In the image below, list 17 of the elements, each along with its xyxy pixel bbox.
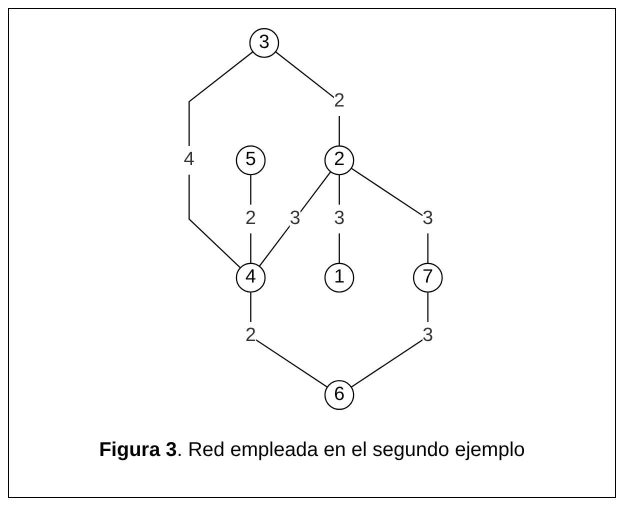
node-circle: 3 [249, 28, 280, 58]
connector [258, 171, 332, 267]
edge-label: 3 [422, 326, 434, 346]
node-circle: 2 [324, 145, 354, 176]
node-circle: 6 [324, 380, 354, 410]
edge-label: 3 [422, 208, 434, 229]
edge-label: 2 [245, 326, 256, 346]
edge-label: 3 [290, 208, 300, 229]
edge-label: 2 [245, 208, 256, 229]
node-circle: 4 [236, 262, 266, 293]
edge-label: 3 [334, 208, 345, 229]
figure-caption: Figura 3. Red empleada en el segundo ejemplo [99, 439, 525, 461]
node-circle: 7 [412, 262, 443, 293]
node-circle: 1 [324, 262, 354, 293]
edge-label: 4 [184, 150, 194, 170]
edge-label: 2 [334, 90, 345, 112]
node-circle: 5 [236, 145, 266, 176]
